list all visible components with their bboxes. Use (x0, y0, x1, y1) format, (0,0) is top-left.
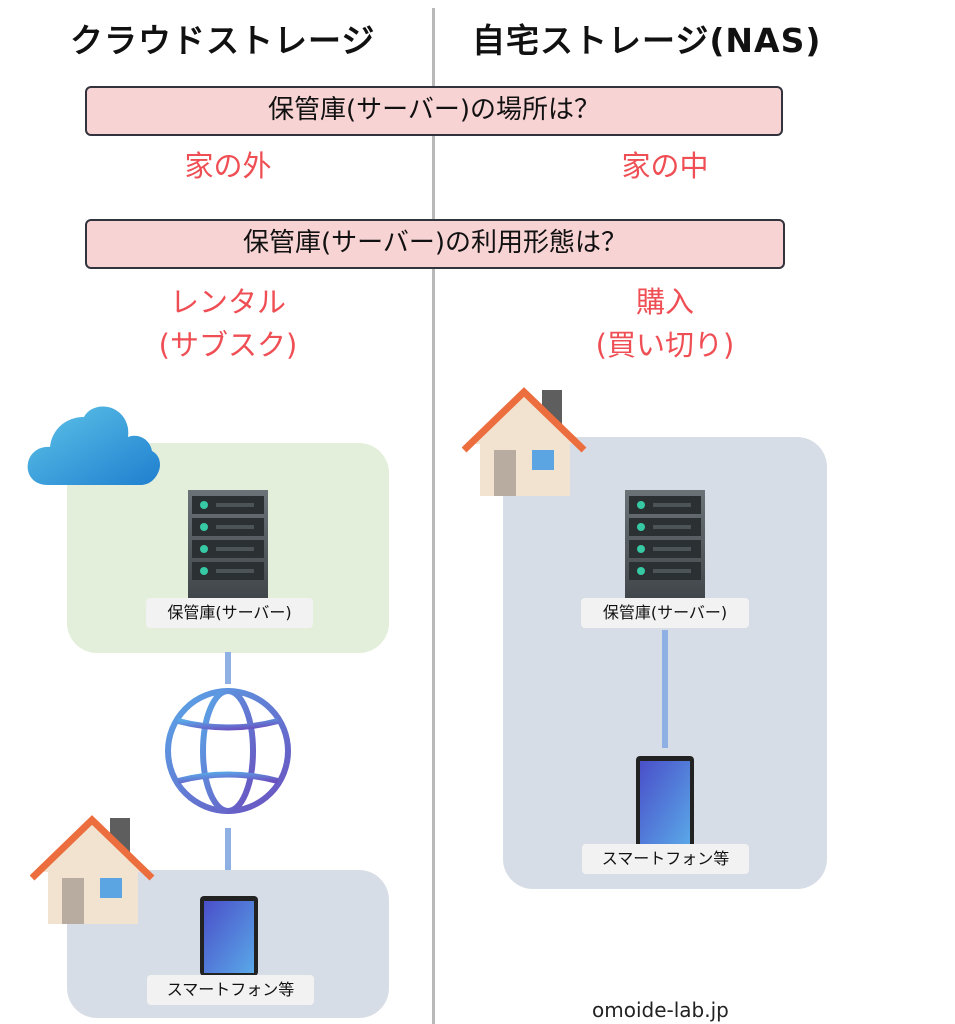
left-server-label: 保管庫(サーバー) (146, 598, 313, 628)
site-url-footer: omoide-lab.jp (592, 998, 729, 1022)
right-server-icon (625, 490, 705, 602)
internet-to-home-connector (225, 828, 231, 883)
right-server-label: 保管庫(サーバー) (581, 598, 749, 628)
nas-storage-title: 自宅ストレージ(NAS) (472, 21, 822, 60)
server-to-smartphone-connector (662, 630, 668, 748)
left-location-answer: 家の外 (184, 149, 272, 183)
right-house-icon (462, 386, 587, 498)
column-divider (432, 8, 435, 1024)
left-usage-answer-line2: (サブスク) (158, 328, 298, 362)
right-usage-answer-line1: 購入 (635, 285, 694, 319)
left-smartphone-icon (200, 896, 258, 976)
right-smartphone-icon (636, 756, 694, 848)
left-server-icon (188, 490, 268, 602)
cloud-storage-title: クラウドストレージ (70, 21, 376, 60)
left-house-icon (30, 814, 155, 926)
usage-question-box: 保管庫(サーバー)の利用形態は？ (85, 219, 785, 269)
cloud-to-internet-connector (225, 652, 231, 684)
left-smartphone-label: スマートフォン等 (147, 975, 314, 1005)
cloud-icon (26, 405, 161, 487)
location-question-box: 保管庫(サーバー)の場所は？ (85, 86, 783, 136)
globe-icon (163, 686, 293, 816)
right-usage-answer-line2: (買い切り) (595, 328, 735, 362)
right-smartphone-label: スマートフォン等 (582, 844, 749, 874)
left-usage-answer-line1: レンタル (169, 285, 286, 319)
right-location-answer: 家の中 (621, 149, 709, 183)
